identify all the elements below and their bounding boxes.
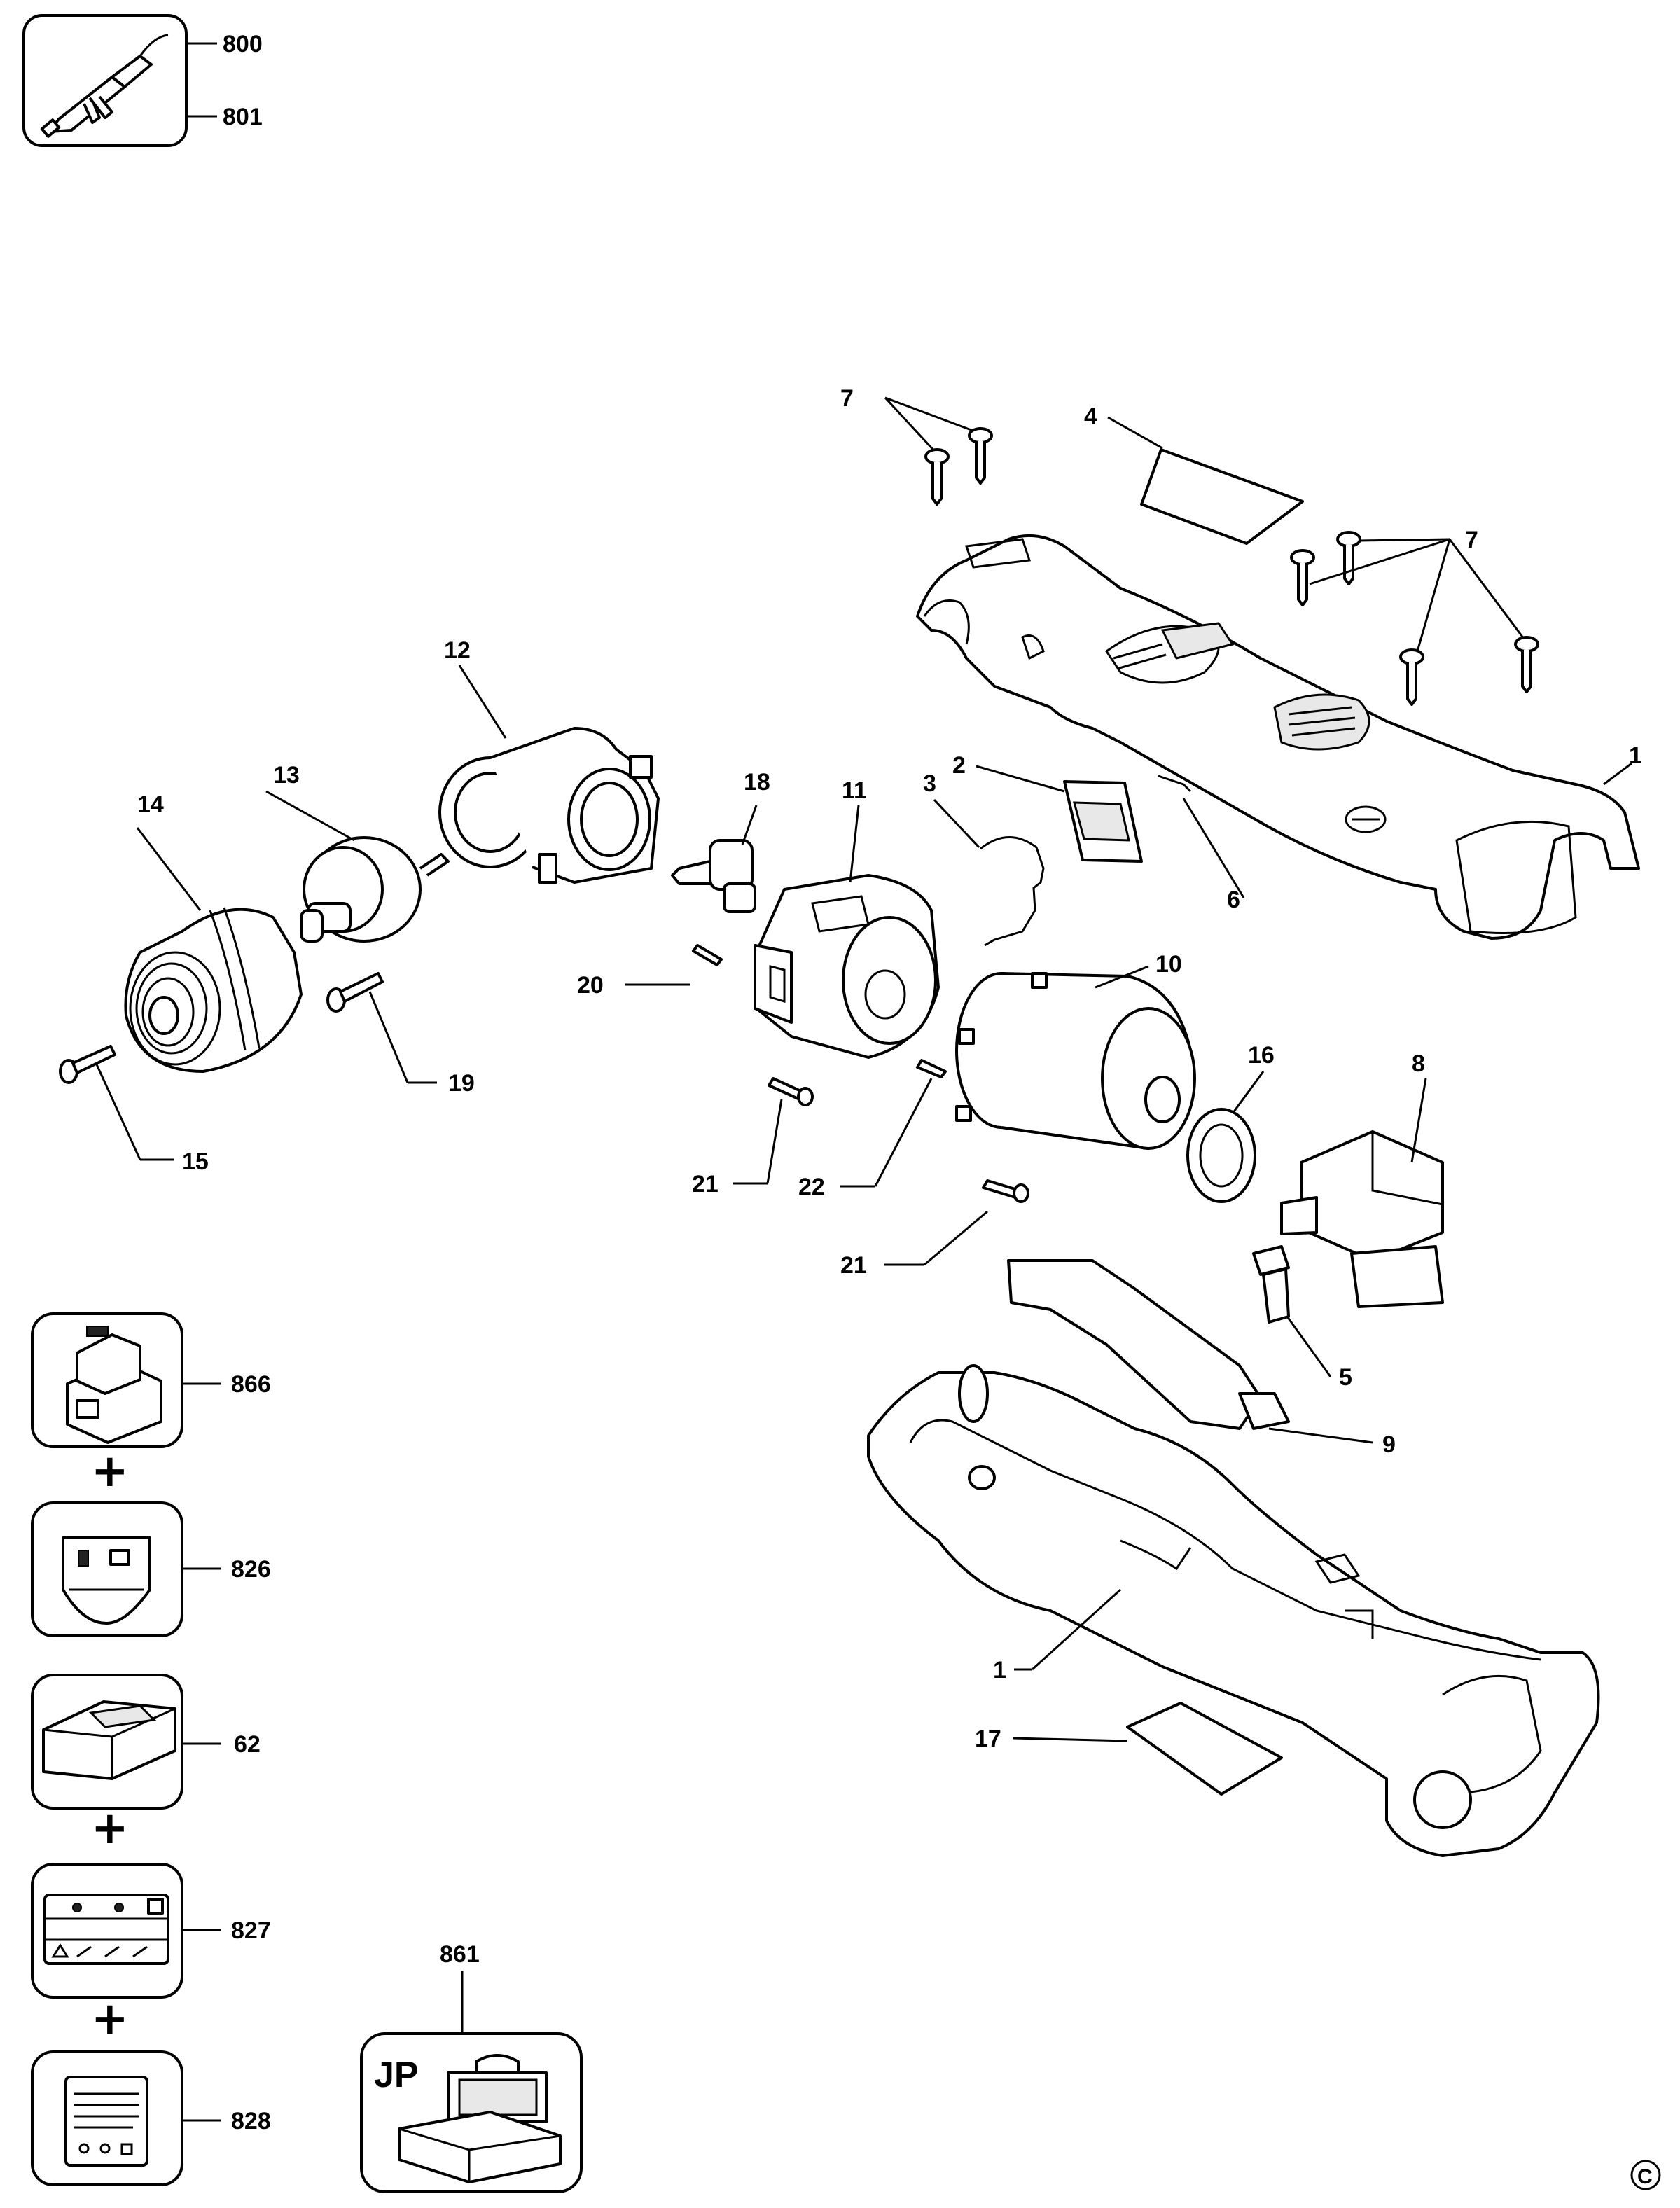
charger-label-827-box [31, 1863, 221, 1999]
callout-label: 801 [223, 104, 263, 130]
callout-label: 19 [448, 1070, 475, 1097]
carry-case-861-box [360, 1971, 583, 2193]
callout-label: 800 [223, 31, 263, 57]
callout-label: 17 [975, 1726, 1001, 1752]
callout-label: 22 [798, 1174, 825, 1200]
callout-label: 20 [577, 972, 604, 999]
plus-sign: + [91, 1993, 129, 2045]
gearbox-11 [754, 805, 940, 1059]
screw-7-group-left [884, 396, 993, 506]
callout-label: 861 [440, 1941, 480, 1968]
callout-label: 866 [231, 1371, 271, 1398]
screw-19 [326, 972, 437, 1084]
spring-6 [1158, 775, 1245, 898]
callout-label: 827 [231, 1917, 271, 1944]
battery-label-icon [62, 1536, 151, 1625]
soldering-iron-icon [40, 34, 169, 138]
callout-label: 1 [993, 1657, 1006, 1683]
callout-label: 10 [1155, 951, 1182, 978]
callout-label: 15 [182, 1148, 209, 1175]
brush-5 [1252, 1245, 1332, 1377]
callout-label: 7 [1465, 527, 1478, 553]
battery-pack-icon [66, 1326, 162, 1444]
callout-label: 18 [744, 769, 770, 796]
plus-sign: + [91, 1803, 129, 1854]
accessory-box-800 [22, 14, 217, 147]
rating-label-4 [1107, 416, 1304, 545]
callout-label: 4 [1084, 403, 1097, 430]
switch-8 [1280, 1078, 1444, 1308]
callout-label: 14 [137, 791, 164, 818]
callout-label: 6 [1227, 887, 1240, 913]
callout-label: 828 [231, 2108, 271, 2134]
rating-label-icon [64, 2076, 148, 2167]
pin-22 [840, 1059, 947, 1188]
callout-label: 826 [231, 1556, 271, 1583]
pinion-18 [671, 805, 758, 913]
callout-label: 5 [1339, 1364, 1352, 1391]
wire-lead-9 [1007, 1259, 1373, 1444]
switch-plate-2 [976, 765, 1143, 863]
callout-label: 11 [842, 777, 867, 804]
housing-half-bottom-1 [867, 1364, 1600, 1857]
gear-housing-12 [438, 665, 660, 884]
callout-label: 16 [1248, 1042, 1275, 1069]
callout-label: 9 [1382, 1431, 1396, 1458]
callout-label: 3 [923, 770, 936, 797]
rating-label-828-box [31, 2050, 221, 2186]
callout-label: 62 [234, 1731, 261, 1758]
callout-label: 8 [1412, 1050, 1425, 1077]
screw-15 [59, 1045, 174, 1161]
pin-21-lower [884, 1179, 1029, 1266]
motor-10 [955, 965, 1196, 1150]
housing-half-top-1 [916, 534, 1640, 940]
callout-label: 2 [952, 752, 966, 779]
charger-62-box [31, 1674, 221, 1810]
carry-case-icon [398, 2054, 562, 2183]
callout-label: 21 [692, 1171, 718, 1197]
pin-20 [625, 944, 723, 986]
screw-7-group-right [1290, 531, 1539, 706]
region-code-label: JP [374, 2055, 419, 2095]
callout-label: 13 [273, 762, 300, 789]
callout-label: 7 [840, 385, 854, 412]
charger-icon [42, 1700, 176, 1780]
label-17 [1012, 1702, 1283, 1796]
pin-21-upper [733, 1077, 814, 1185]
callout-label: 1 [1629, 742, 1642, 769]
battery-pack-866-box [31, 1312, 221, 1448]
copyright-symbol: C [1637, 2165, 1653, 2188]
spring-wire-3 [933, 798, 1045, 947]
chuck-14 [124, 827, 303, 1073]
copyright-mark: C [1630, 2160, 1661, 2190]
callout-label: 12 [444, 637, 471, 664]
charger-label-icon [43, 1894, 169, 1965]
plus-sign: + [91, 1445, 129, 1497]
bearing-ring-16 [1186, 1071, 1265, 1203]
clutch-13 [265, 790, 450, 943]
battery-label-826-box [31, 1501, 221, 1637]
callout-label: 21 [840, 1252, 867, 1279]
